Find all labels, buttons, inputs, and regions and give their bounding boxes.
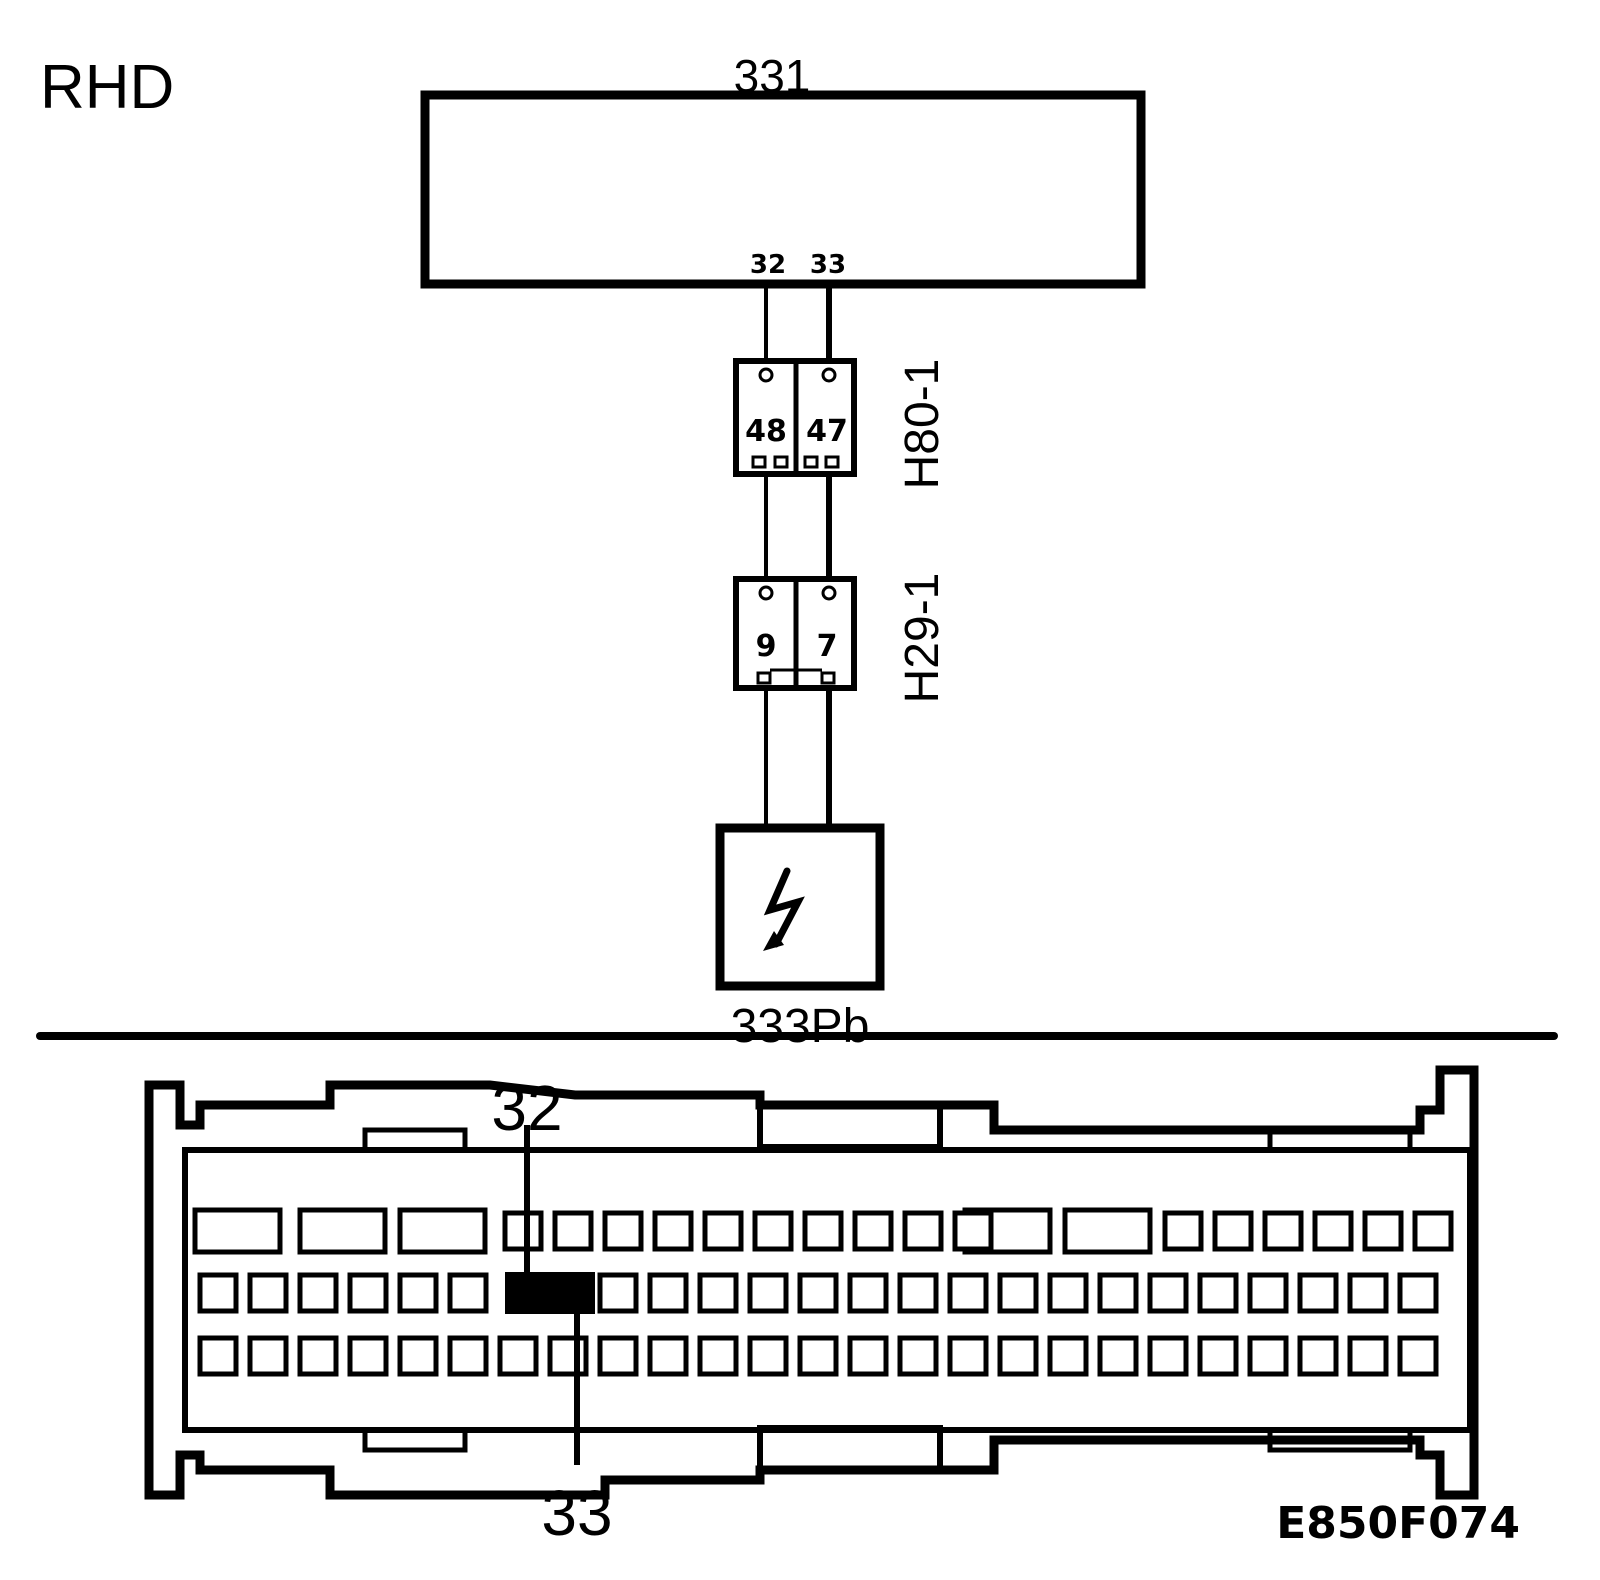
pin-cavity <box>652 1210 694 1252</box>
pin-cavity <box>552 1210 594 1252</box>
connector-h29-1: 9 7 <box>733 576 857 691</box>
pin-cavity <box>1397 1335 1439 1377</box>
pin-cavity <box>1197 1335 1239 1377</box>
pin-cavity <box>597 1272 639 1314</box>
h29-pin-b: 7 <box>817 629 838 664</box>
pin-cavity <box>597 1335 639 1377</box>
pin-cavity <box>797 1272 839 1314</box>
pin-cavity <box>1097 1335 1139 1377</box>
pin-cavity <box>602 1210 644 1252</box>
pin-cavity <box>697 1335 739 1377</box>
pin-cavity <box>397 1272 439 1314</box>
pin-cavity <box>852 1210 894 1252</box>
pin-cavity <box>1362 1210 1404 1252</box>
h80-pin-b: 47 <box>806 414 848 449</box>
module-box <box>420 90 1146 289</box>
component-box <box>715 823 885 991</box>
pin-cavity <box>952 1210 994 1252</box>
pin-cavity <box>1347 1272 1389 1314</box>
pin-cavity <box>497 1335 539 1377</box>
pin-cavity <box>697 1272 739 1314</box>
pin-cavity <box>702 1210 744 1252</box>
pin-cavity <box>1312 1210 1354 1252</box>
pin-cavity <box>447 1272 489 1314</box>
pin-cavity <box>1162 1210 1204 1252</box>
pin-cavity <box>297 1335 339 1377</box>
callout-pin-32: 32 <box>491 1072 562 1144</box>
connector-pin-rows <box>197 1210 1454 1377</box>
pin-cavity <box>1212 1210 1254 1252</box>
pin-cavity <box>752 1210 794 1252</box>
pin-cavity <box>1147 1272 1189 1314</box>
pin-cavity <box>1097 1272 1139 1314</box>
figure-id: E850F074 <box>1276 1498 1520 1549</box>
pin-cavity <box>647 1272 689 1314</box>
connector-face <box>144 1065 1479 1500</box>
pin-cavity <box>547 1335 589 1377</box>
pin-cavity <box>747 1335 789 1377</box>
h80-pin-a: 48 <box>745 414 787 449</box>
component-label: 333Pb <box>731 1000 870 1053</box>
pin-cavity <box>947 1335 989 1377</box>
pin-cavity <box>997 1272 1039 1314</box>
pin-cavity <box>1147 1335 1189 1377</box>
pin-cavity <box>897 1272 939 1314</box>
pin-cavity <box>347 1335 389 1377</box>
pin-cavity <box>847 1272 889 1314</box>
connector-h29-1-label: H29-1 <box>896 573 949 704</box>
pin-cavity <box>747 1272 789 1314</box>
connector-h80-1: 48 47 <box>733 358 857 477</box>
pin-cavity <box>847 1335 889 1377</box>
pin-cavity <box>1397 1272 1439 1314</box>
pin-cavity <box>802 1210 844 1252</box>
pin-cavity <box>297 1272 339 1314</box>
pin-cavity <box>1412 1210 1454 1252</box>
pin-cavity <box>197 1272 239 1314</box>
connector-h80-1-label: H80-1 <box>896 359 949 490</box>
pin-cavity <box>902 1210 944 1252</box>
pin-cavity <box>247 1272 289 1314</box>
pin-cavity <box>1047 1335 1089 1377</box>
pin-cavity <box>1297 1272 1339 1314</box>
pin-cavity <box>997 1335 1039 1377</box>
lightning-bolt-icon <box>763 867 805 951</box>
pin-cavity <box>1262 1210 1304 1252</box>
pin-cavity <box>397 1335 439 1377</box>
pin-cavity <box>502 1210 544 1252</box>
pin-cavity <box>1197 1272 1239 1314</box>
pin-cavity <box>197 1335 239 1377</box>
variant-label: RHD <box>40 53 174 122</box>
callout-pin-33: 33 <box>541 1477 612 1549</box>
pin-cavity <box>347 1272 389 1314</box>
module-pin-a: 32 <box>750 250 786 280</box>
pin-cavity <box>647 1335 689 1377</box>
pin-cavity <box>247 1335 289 1377</box>
pin-cavity <box>897 1335 939 1377</box>
h29-pin-a: 9 <box>756 629 777 664</box>
pin-cavity <box>1347 1335 1389 1377</box>
pin-cavity <box>1297 1335 1339 1377</box>
pin-cavity <box>947 1272 989 1314</box>
pin-cavity <box>1247 1335 1289 1377</box>
pin-cavity <box>447 1335 489 1377</box>
pin-cavity <box>1247 1272 1289 1314</box>
pin-cavity <box>797 1335 839 1377</box>
highlighted-pins-32-33 <box>505 1272 595 1314</box>
pin-cavity <box>1047 1272 1089 1314</box>
module-pin-b: 33 <box>810 250 846 280</box>
